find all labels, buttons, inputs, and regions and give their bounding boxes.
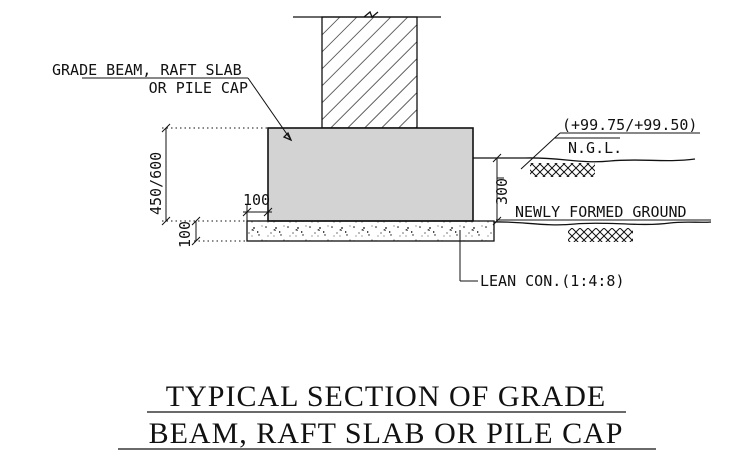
grade-beam (267, 127, 474, 222)
lean-concrete-label: LEAN CON.(1:4:8) (480, 272, 625, 290)
lean-depth-dimension-text: 100 (176, 221, 194, 248)
break-line-icon (363, 10, 379, 19)
depth-dimension-text: 450/600 (147, 152, 165, 215)
level-label: (+99.75/+99.50) (562, 116, 697, 134)
drawing-title-line2: BEAM, RAFT SLAB OR PILE CAP (149, 417, 624, 450)
ngl-label: N.G.L. (568, 139, 622, 157)
embed-dimension-text: 300 (493, 178, 511, 205)
beam-label-line2: OR PILE CAP (149, 79, 248, 97)
column (293, 10, 441, 129)
dimension-lines (161, 123, 504, 246)
extension-lines (162, 127, 268, 242)
natural-ground-line (473, 157, 696, 163)
leader-lines (82, 77, 711, 282)
newly-formed-ground-line (493, 221, 712, 226)
newly-formed-ground-label: NEWLY FORMED GROUND (515, 203, 687, 221)
beam-label-line1: GRADE BEAM, RAFT SLAB (52, 61, 242, 79)
drawing-title-line1: TYPICAL SECTION OF GRADE (166, 380, 606, 413)
soil-hatch-lower (568, 228, 633, 242)
lean-concrete (246, 220, 495, 242)
projection-dimension-text: 100 (243, 191, 270, 209)
soil-hatch-upper (530, 163, 595, 177)
